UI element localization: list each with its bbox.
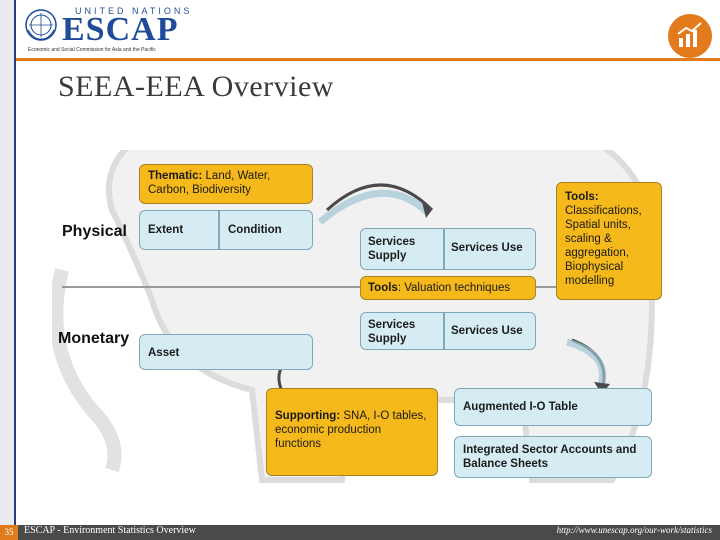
augmented-io-label: Augmented I-O Table [463, 401, 578, 413]
un-emblem-icon [24, 8, 58, 42]
valuation-tools-text: : Valuation techniques [397, 282, 511, 294]
header-divider [16, 58, 720, 61]
physical-label: Physical [62, 223, 127, 240]
supporting-label: Supporting: [275, 410, 341, 422]
seea-diagram: Physical Monetary Thematic: Land, Water,… [52, 150, 674, 518]
page-number: 35 [0, 525, 18, 540]
tools-label: Tools: [565, 191, 599, 203]
extent-label: Extent [148, 224, 184, 236]
footer-text: ESCAP - Environment Statistics Overview [24, 525, 196, 536]
monetary-label: Monetary [58, 330, 130, 347]
org-full-name: Economic and Social Commission for Asia … [28, 47, 156, 53]
services-use-physical: Services Use [451, 242, 523, 254]
services-use-monetary: Services Use [451, 325, 523, 337]
services-box-monetary: Services Supply Services Use [360, 312, 536, 350]
integrated-sector-label: Integrated Sector Accounts and Balance S… [463, 444, 637, 470]
org-line: UNITED NATIONS [75, 6, 193, 16]
services-box-physical: Services Supply Services Use [360, 228, 536, 270]
page-title: SEEA-EEA Overview [58, 70, 334, 103]
supporting-box: Supporting: SNA, I-O tables, economic pr… [266, 388, 438, 476]
augmented-io-box: Augmented I-O Table [454, 388, 652, 426]
thematic-box: Thematic: Land, Water, Carbon, Biodivers… [139, 164, 313, 204]
valuation-tools-label: Tools [368, 282, 398, 294]
left-sidebar-bar [0, 0, 16, 540]
services-supply-physical: Services Supply [368, 236, 416, 262]
tools-box: Tools: Classifications, Spatial units, s… [556, 182, 662, 300]
tools-text: Classifications, Spatial units, scaling … [565, 205, 642, 287]
supporting-text: SNA, I-O tables, economic production fun… [275, 410, 427, 450]
asset-box: Asset [139, 334, 313, 370]
footer-bar: 35 ESCAP - Environment Statistics Overvi… [0, 525, 720, 540]
condition-label: Condition [228, 224, 282, 236]
statistics-chart-icon [668, 14, 712, 58]
left-sidebar-stripe [14, 0, 16, 540]
services-supply-monetary: Services Supply [368, 319, 416, 345]
valuation-tools-box: Tools: Valuation techniques [360, 276, 536, 300]
asset-label: Asset [148, 347, 180, 359]
org-name-logo: ESCAP [62, 11, 179, 48]
footer-url-link[interactable]: http://www.unescap.org/our-work/statisti… [556, 525, 712, 535]
integrated-sector-box: Integrated Sector Accounts and Balance S… [454, 436, 652, 478]
thematic-text: Land, Water, Carbon, Biodiversity [148, 170, 271, 196]
thematic-label: Thematic: [148, 170, 203, 182]
extent-condition-box: Extent Condition [139, 210, 313, 250]
